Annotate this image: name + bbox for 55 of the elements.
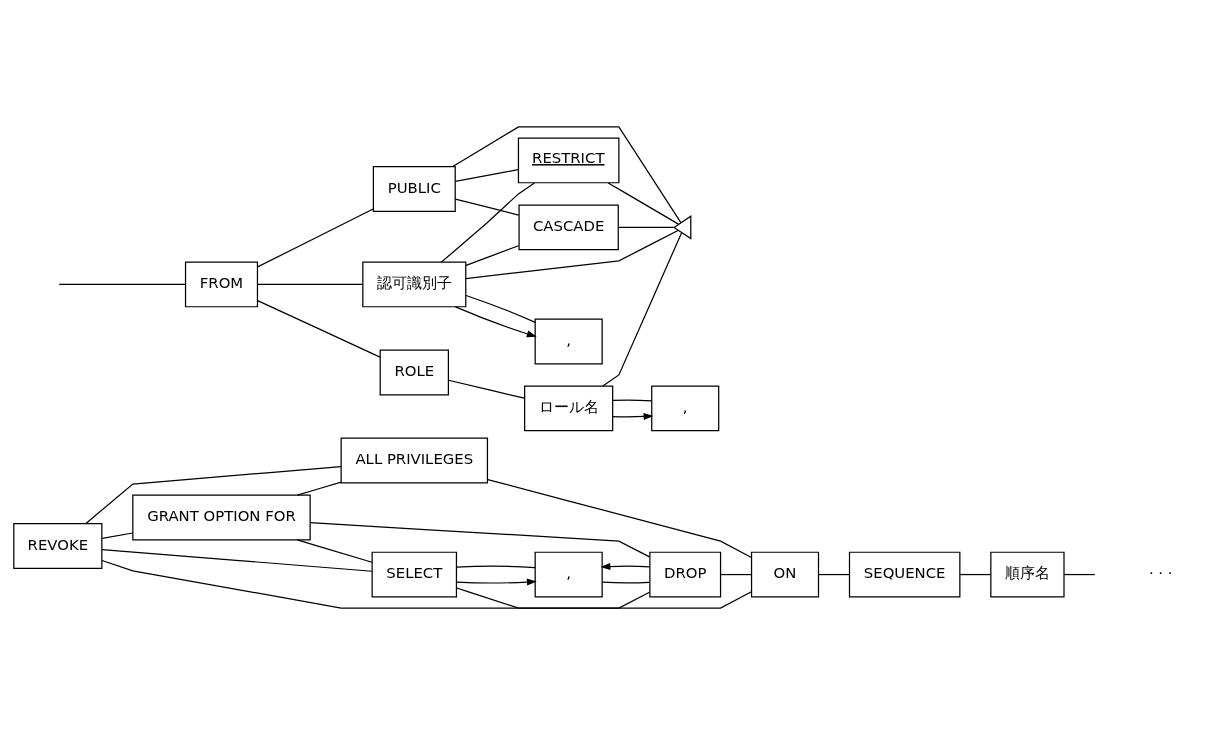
- connector: [817, 573, 850, 576]
- node-box: DROP: [649, 551, 722, 598]
- node-box: SEQUENCE: [848, 551, 961, 598]
- node-box: FROM: [184, 261, 259, 308]
- node-box: RESTRICT: [517, 137, 620, 184]
- connector: [454, 198, 520, 216]
- arrow: [600, 563, 651, 570]
- node-box: ON: [750, 551, 820, 598]
- arrow: [456, 578, 537, 586]
- connector: [257, 299, 381, 358]
- connector: [617, 226, 675, 228]
- node-box: ロール名: [524, 385, 614, 432]
- connector: [257, 208, 374, 268]
- arrow: [454, 306, 537, 338]
- connector: [58, 283, 187, 286]
- node-box: SELECT: [371, 551, 458, 598]
- connector: [85, 465, 342, 525]
- connector: [465, 245, 520, 267]
- node-triangle: [672, 215, 692, 240]
- arrow: [612, 413, 654, 420]
- connector: [309, 522, 651, 558]
- connector: [607, 182, 679, 225]
- node-box: ROLE: [379, 349, 449, 396]
- node-box: ,: [534, 551, 603, 598]
- connector: [602, 232, 683, 387]
- label: · · ·: [1148, 564, 1173, 583]
- connector: [454, 169, 519, 183]
- connector: [959, 573, 992, 576]
- node-box: ,: [534, 318, 603, 365]
- node-box: ,: [651, 385, 720, 432]
- connector: [720, 573, 752, 576]
- connector: [447, 379, 525, 399]
- connector: [612, 399, 653, 402]
- connector: [456, 565, 536, 569]
- connector: [257, 283, 364, 286]
- node-box: CASCADE: [518, 204, 619, 251]
- connector: [296, 539, 373, 563]
- node-box: 順序名: [990, 551, 1065, 598]
- node-box: PUBLIC: [372, 166, 456, 212]
- connector: [487, 478, 753, 559]
- connector: [601, 581, 651, 584]
- node-box: GRANT OPTION FOR: [132, 494, 311, 541]
- node-box: REVOKE: [13, 523, 103, 569]
- connector: [101, 548, 373, 572]
- connector: [456, 587, 753, 609]
- connector: [1063, 573, 1096, 576]
- node-box: 認可識別子: [362, 261, 467, 308]
- connector: [465, 229, 679, 280]
- connector: [296, 481, 342, 496]
- connector: [465, 294, 536, 323]
- connector: [440, 182, 536, 263]
- connector: [452, 126, 682, 224]
- node-box: ALL PRIVILEGES: [340, 437, 489, 484]
- connector: [101, 532, 134, 540]
- connector: [101, 559, 651, 609]
